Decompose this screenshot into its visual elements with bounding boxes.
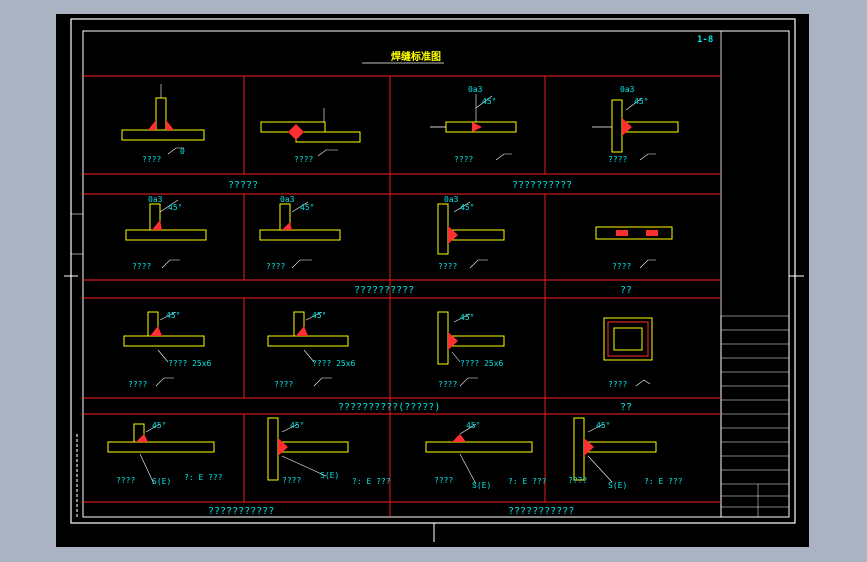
weld-detail-r3c2: 45° — [267, 311, 349, 387]
note1-r4c4: S(E) — [608, 481, 627, 490]
inner-frame — [82, 30, 790, 518]
callout-r3c2: ???? 25x6 — [312, 359, 356, 368]
left-stamp-box — [70, 213, 84, 255]
sheet-number: 1-8 — [697, 35, 713, 45]
svg-text:45°: 45° — [290, 421, 304, 430]
note2-r4c4: ?: E ??? — [644, 477, 683, 486]
label-r1c2: ???? — [294, 155, 313, 164]
header-row3-right: ?? — [620, 402, 632, 413]
weld-detail-r1c4: 0a3 45° — [592, 85, 679, 161]
weld-detail-r2c3: 0a3 45° — [437, 195, 505, 269]
label-r2c2: ???? — [266, 262, 285, 271]
label-r1c4: ???? — [608, 155, 627, 164]
weld-detail-r3c3: 45° — [437, 311, 505, 387]
svg-text:45°: 45° — [312, 311, 326, 320]
svg-text:0: 0 — [180, 147, 185, 156]
svg-text:45°: 45° — [152, 421, 166, 430]
note2-r4c3: ?: E ??? — [508, 477, 547, 486]
label-r4c3: ???? — [434, 476, 453, 485]
svg-text:45°: 45° — [168, 203, 182, 212]
svg-text:45°: 45° — [466, 421, 480, 430]
title-block — [720, 31, 789, 517]
label-r1c1: ???? — [142, 155, 161, 164]
weld-detail-r1c1: 0 — [121, 84, 205, 156]
label-r2c3: ???? — [438, 262, 457, 271]
label-r3c3: ???? — [438, 380, 457, 389]
weld-detail-r3c1: 45° — [123, 311, 205, 387]
svg-text:45°: 45° — [166, 311, 180, 320]
svg-text:0a3: 0a3 — [620, 85, 635, 94]
weld-detail-r3c4 — [603, 317, 653, 387]
weld-detail-r2c4 — [595, 226, 673, 269]
note1-r4c1: S(E) — [152, 477, 171, 486]
note2-r4c1: ?: E ??? — [184, 473, 223, 482]
sheet-title: 焊缝标准图 — [391, 50, 441, 63]
svg-text:0a3: 0a3 — [468, 85, 483, 94]
label-r1c3: ???? — [454, 155, 473, 164]
svg-text:0a3: 0a3 — [280, 195, 295, 204]
weld-detail-r1c3: 0a3 45° — [430, 85, 517, 161]
label-r3c4: ???? — [608, 380, 627, 389]
grid-lines — [83, 75, 721, 517]
weld-detail-r2c2: 0a3 45° — [259, 195, 341, 269]
weld-detail-r2c1: 0a3 45° — [125, 195, 207, 269]
svg-text:0a3: 0a3 — [444, 195, 459, 204]
drawing-sheet: 1-8 焊缝标准图 ????? ?????????? ?????????? ??… — [64, 18, 804, 542]
note1-r4c3: S(E) — [472, 481, 491, 490]
weld-detail-r4c3: 45° — [425, 421, 533, 485]
header-row1-left: ????? — [228, 180, 258, 191]
note2-r4c2: ?: E ??? — [352, 477, 391, 486]
label-r4c1: ???? — [116, 476, 135, 485]
note1-r4c2: S(E) — [320, 471, 339, 480]
header-row1-right: ?????????? — [512, 180, 572, 191]
svg-text:45°: 45° — [460, 203, 474, 212]
cad-viewport[interactable]: 1-8 焊缝标准图 ????? ?????????? ?????????? ??… — [56, 14, 809, 547]
outer-frame — [70, 18, 796, 524]
svg-text:45°: 45° — [300, 203, 314, 212]
label-r2c1: ???? — [132, 262, 151, 271]
svg-text:45°: 45° — [634, 97, 648, 106]
weld-detail-r1c2 — [260, 108, 361, 157]
label-r3c2: ???? — [274, 380, 293, 389]
label-r4c4: ???? — [568, 476, 587, 485]
weld-detail-r4c2: 45° — [267, 417, 349, 481]
svg-text:45°: 45° — [482, 97, 496, 106]
header-row3-left: ??????????(?????) — [338, 402, 440, 413]
header-row2-right: ?? — [620, 285, 632, 296]
callout-r3c1: ???? 25x6 — [168, 359, 212, 368]
svg-text:0a3: 0a3 — [148, 195, 163, 204]
header-row4-right: ??????????? — [508, 506, 574, 517]
weld-detail-r4c4: 45° — [573, 417, 657, 483]
label-r4c2: ???? — [282, 476, 301, 485]
header-row4-left: ??????????? — [208, 506, 274, 517]
header-row2-left: ?????????? — [354, 285, 414, 296]
svg-text:45°: 45° — [460, 313, 474, 322]
label-r2c4: ???? — [612, 262, 631, 271]
svg-text:45°: 45° — [596, 421, 610, 430]
label-r3c1: ???? — [128, 380, 147, 389]
weld-detail-r4c1: 45° — [107, 421, 215, 485]
callout-r3c3: ???? 25x6 — [460, 359, 504, 368]
